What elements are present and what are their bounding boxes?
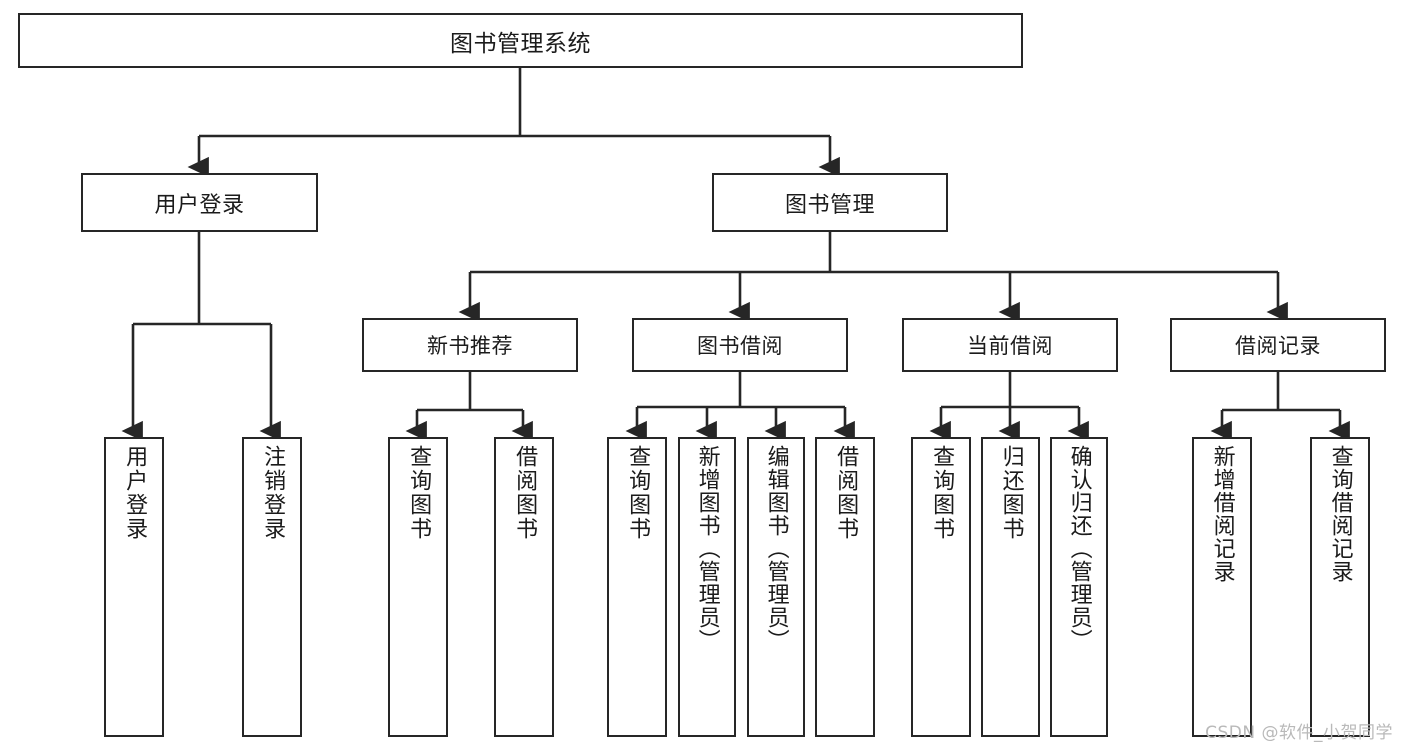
node-label: 查询图书 — [625, 445, 651, 541]
node-label: 新书推荐 — [427, 334, 513, 358]
node-current-borrow[interactable]: 当前借阅 — [902, 318, 1118, 372]
node-label: 用户登录 — [154, 192, 245, 218]
node-label: 图书管理系统 — [450, 30, 591, 57]
node-leaf-confirm-return-admin[interactable]: 确认归还（管理员） — [1050, 437, 1108, 737]
node-leaf-query-book-recommend[interactable]: 查询图书 — [388, 437, 448, 737]
node-label: 查询图书 — [406, 445, 432, 541]
node-leaf-borrow-book-recommend[interactable]: 借阅图书 — [494, 437, 554, 737]
node-label: 归还图书 — [998, 445, 1024, 541]
node-book-management[interactable]: 图书管理 — [712, 173, 948, 232]
node-label: 当前借阅 — [967, 334, 1053, 358]
node-user-login[interactable]: 用户登录 — [81, 173, 318, 232]
node-borrow-records[interactable]: 借阅记录 — [1170, 318, 1386, 372]
node-label: 查询借阅记录 — [1327, 445, 1353, 583]
node-leaf-add-book-admin[interactable]: 新增图书（管理员） — [678, 437, 736, 737]
node-leaf-query-borrow-record[interactable]: 查询借阅记录 — [1310, 437, 1370, 737]
node-label: 注销登录 — [260, 445, 286, 541]
node-label: 借阅图书 — [512, 445, 538, 541]
node-label: 新增图书（管理员） — [694, 445, 720, 652]
node-label: 用户登录 — [122, 445, 148, 541]
node-leaf-user-login[interactable]: 用户登录 — [104, 437, 164, 737]
node-label: 图书借阅 — [697, 334, 783, 358]
node-leaf-borrow-book[interactable]: 借阅图书 — [815, 437, 875, 737]
node-book-borrow[interactable]: 图书借阅 — [632, 318, 848, 372]
node-new-book-recommend[interactable]: 新书推荐 — [362, 318, 578, 372]
node-leaf-return-book[interactable]: 归还图书 — [981, 437, 1040, 737]
node-label: 新增借阅记录 — [1209, 445, 1235, 583]
node-label: 图书管理 — [784, 192, 875, 218]
node-leaf-query-book-borrow[interactable]: 查询图书 — [607, 437, 667, 737]
node-leaf-edit-book-admin[interactable]: 编辑图书（管理员） — [747, 437, 805, 737]
node-leaf-logout[interactable]: 注销登录 — [242, 437, 302, 737]
node-label: 借阅记录 — [1235, 334, 1321, 358]
node-label: 查询图书 — [929, 445, 955, 541]
watermark-text: CSDN @软件_小贺同学 — [1205, 723, 1393, 743]
node-label: 借阅图书 — [833, 445, 859, 541]
node-label: 编辑图书（管理员） — [763, 445, 789, 652]
node-root-book-management-system[interactable]: 图书管理系统 — [18, 13, 1023, 68]
node-leaf-add-borrow-record[interactable]: 新增借阅记录 — [1192, 437, 1252, 737]
node-leaf-query-book-current[interactable]: 查询图书 — [911, 437, 971, 737]
node-label: 确认归还（管理员） — [1066, 445, 1092, 652]
